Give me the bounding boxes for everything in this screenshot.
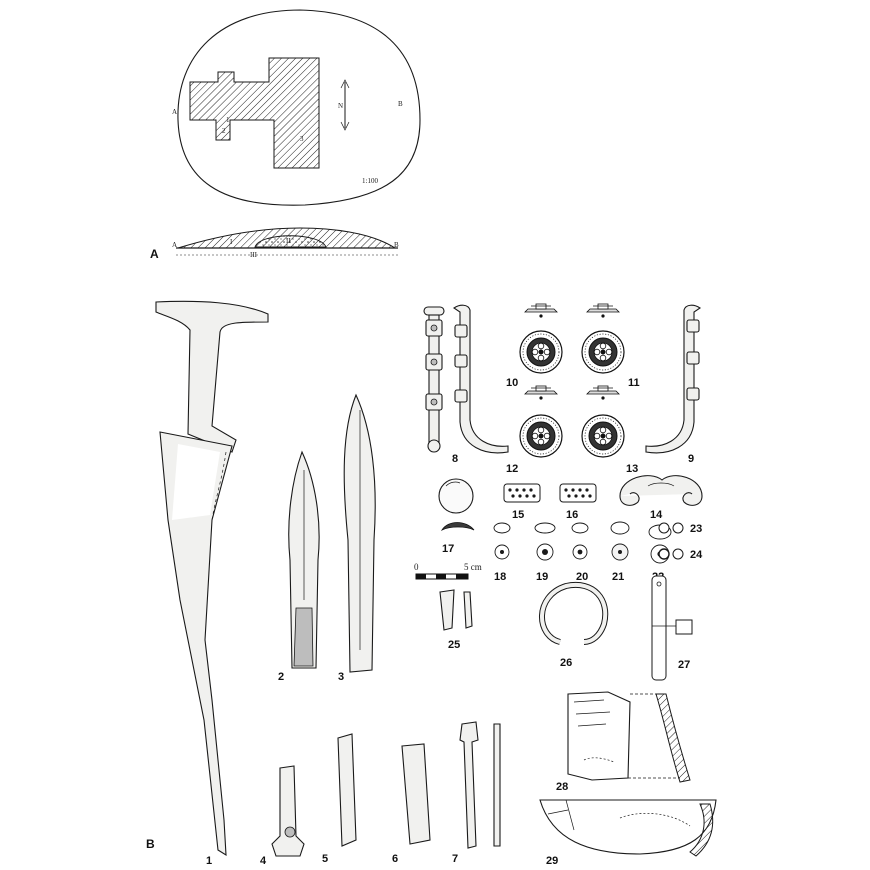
find-bead-ball — [438, 478, 474, 514]
find-28-pottery-sherd: 28 — [556, 691, 691, 793]
find-label-3: 3 — [338, 671, 344, 683]
find-1-sword: 1 — [155, 300, 269, 867]
find-label-5: 5 — [322, 853, 328, 865]
section-point-a: A — [172, 241, 177, 249]
grave-label-3: 3 — [300, 135, 304, 143]
find-label-10: 10 — [506, 377, 518, 389]
find-label-19: 19 — [536, 571, 548, 583]
plan-scale: 1:100 — [362, 177, 378, 185]
find-label-25: 25 — [448, 639, 460, 651]
scale-bar: 0 5 cm — [414, 562, 482, 580]
plan-point-a: A — [172, 108, 177, 116]
find-27-whetstone: 27 — [651, 575, 693, 681]
find-24-ring: 24 — [658, 548, 703, 561]
find-4-knife: 4 — [260, 765, 305, 867]
find-label-20: 20 — [576, 571, 588, 583]
find-11-mount: 11 — [581, 303, 640, 389]
find-15-plaque: 15 — [503, 483, 541, 521]
find-29-pottery-bowl: 29 — [539, 799, 717, 867]
find-7-rod: 7 — [452, 721, 501, 865]
find-label-9: 9 — [688, 453, 694, 465]
find-label-6: 6 — [392, 853, 398, 865]
find-label-14: 14 — [650, 509, 663, 521]
find-label-29: 29 — [546, 855, 558, 867]
north-arrow-icon: N — [338, 79, 350, 131]
find-9-hook-right: 9 — [645, 304, 701, 465]
find-label-27: 27 — [678, 659, 690, 671]
find-14-spiral-pendant: 14 — [619, 475, 703, 521]
find-label-18: 18 — [494, 571, 506, 583]
section-layer-iii: III — [250, 251, 258, 259]
find-label-1: 1 — [206, 855, 212, 867]
find-21-bead: 21 — [610, 521, 630, 583]
find-label-13: 13 — [626, 463, 638, 475]
find-5-blade: 5 — [322, 733, 357, 865]
find-16-plaque: 16 — [559, 483, 597, 521]
find-2-spearhead: 2 — [278, 450, 320, 683]
section-layer-i: I — [230, 238, 233, 246]
find-label-24: 24 — [690, 549, 703, 561]
find-9-hook-left — [453, 304, 509, 454]
find-label-17: 17 — [442, 543, 454, 555]
plan-point-b: B — [398, 100, 403, 108]
scale-end: 5 cm — [464, 562, 482, 572]
panel-label-a: A — [150, 247, 159, 261]
find-label-26: 26 — [560, 657, 572, 669]
find-6-blade: 6 — [392, 743, 431, 865]
grave-outline — [189, 57, 320, 169]
section-layer-ii: II — [286, 237, 291, 245]
scale-start: 0 — [414, 562, 419, 572]
find-label-2: 2 — [278, 671, 284, 683]
section-point-b: B — [394, 241, 399, 249]
find-label-28: 28 — [556, 781, 568, 793]
find-label-11: 11 — [628, 377, 640, 389]
barrow-plan: 1 2 3 N A B 1:100 — [172, 9, 421, 206]
grave-label-1: 1 — [226, 116, 230, 124]
find-26-bracelet: 26 — [539, 581, 609, 669]
find-8-strap-fitting: 8 — [423, 306, 458, 465]
find-label-7: 7 — [452, 853, 458, 865]
find-25-tubes: 25 — [439, 589, 473, 651]
find-label-16: 16 — [566, 509, 578, 521]
barrow-section: A B I II III — [172, 227, 399, 259]
find-13-mount: 13 — [581, 385, 638, 475]
find-3-spearhead: 3 — [338, 393, 376, 683]
find-label-21: 21 — [612, 571, 624, 583]
find-label-12: 12 — [506, 463, 518, 475]
find-10-mount: 10 — [506, 303, 563, 389]
find-17-crescent: 17 — [440, 522, 475, 555]
find-label-4: 4 — [260, 855, 267, 867]
panel-label-b: B — [146, 837, 155, 851]
find-20-bead: 20 — [571, 522, 589, 583]
find-19-bead: 19 — [534, 522, 556, 583]
find-label-23: 23 — [690, 523, 702, 535]
grave-label-2: 2 — [222, 127, 226, 135]
find-18-bead: 18 — [493, 522, 511, 583]
svg-text:N: N — [338, 102, 343, 110]
find-23-ring: 23 — [658, 522, 702, 535]
find-label-8: 8 — [452, 453, 458, 465]
find-label-15: 15 — [512, 509, 524, 521]
find-12-mount: 12 — [506, 385, 563, 475]
